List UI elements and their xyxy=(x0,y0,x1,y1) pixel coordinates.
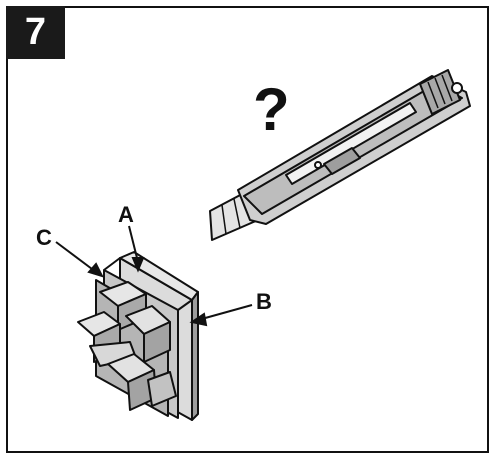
step-number-badge: 7 xyxy=(6,6,65,59)
leader-b xyxy=(197,304,253,321)
leader-b-arrow xyxy=(189,312,208,327)
callout-label-a: A xyxy=(118,202,134,227)
end-cap-part-icon xyxy=(77,251,199,421)
utility-knife-icon xyxy=(209,69,471,241)
callout-leaders xyxy=(55,225,253,327)
question-mark: ? xyxy=(253,76,290,143)
callout-label-c: C xyxy=(36,225,52,250)
instruction-panel xyxy=(6,6,489,453)
leader-a xyxy=(128,225,139,263)
leader-c-arrow xyxy=(87,262,104,278)
leader-c xyxy=(55,241,97,273)
callout-label-b: B xyxy=(256,289,272,314)
leader-a-arrow xyxy=(131,257,145,273)
